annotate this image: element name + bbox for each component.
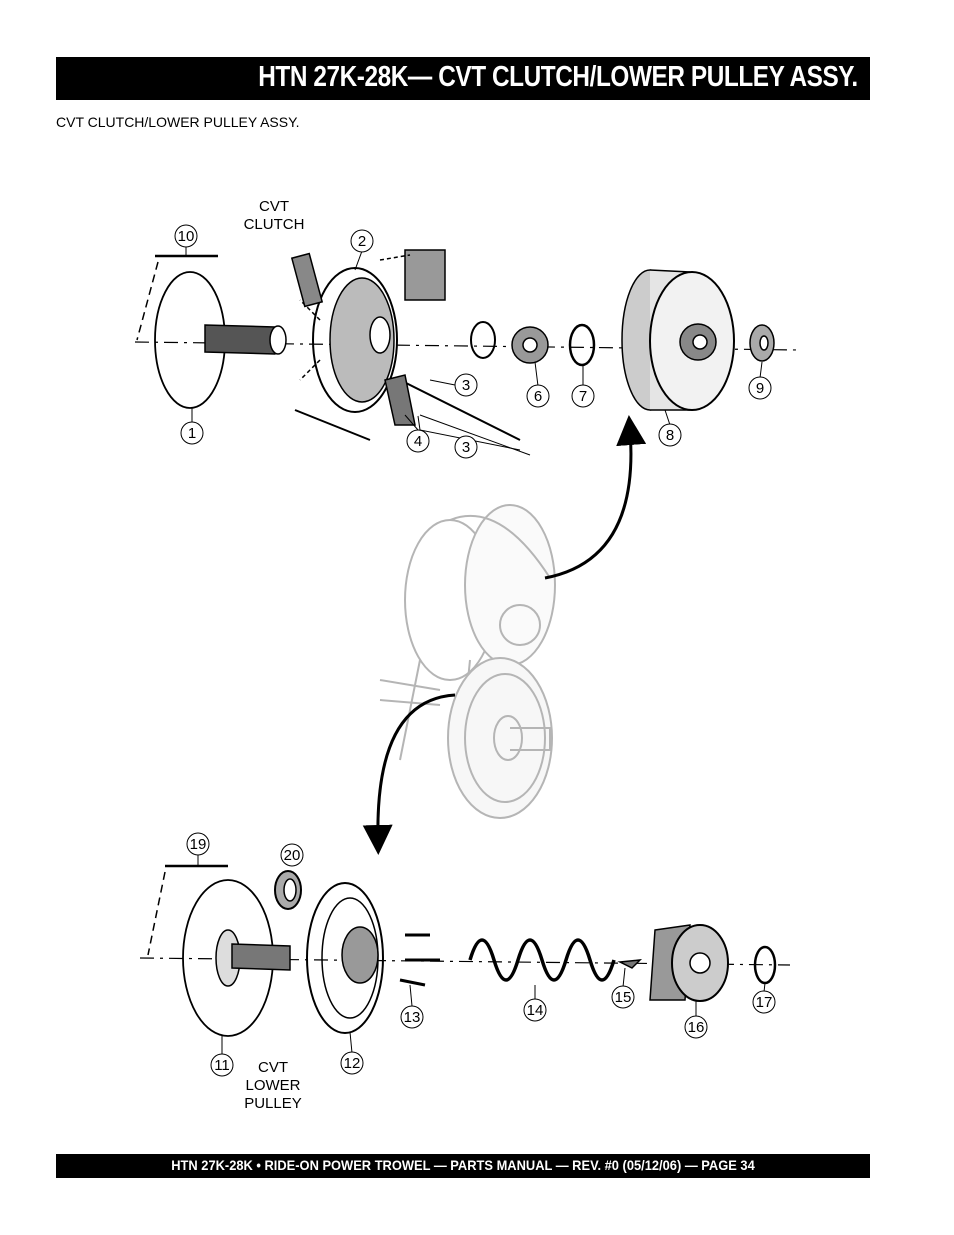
- label-cvt-lower-pulley: CVT LOWER PULLEY: [244, 1059, 302, 1112]
- callout-19: 19: [186, 832, 210, 856]
- callout-3b: 3: [454, 435, 478, 459]
- pulley-shaft: [231, 943, 291, 971]
- arrow-to-pulley: [362, 693, 456, 855]
- shaft-end: [269, 325, 287, 355]
- svg-text:11: 11: [214, 1057, 230, 1074]
- footer-text: HTN 27K-28K • RIDE-ON POWER TROWEL — PAR…: [171, 1157, 755, 1173]
- section-subtitle: CVT CLUTCH/LOWER PULLEY ASSY.: [56, 114, 300, 130]
- svg-text:15: 15: [615, 989, 632, 1006]
- callout-10: 10: [174, 224, 198, 248]
- svg-text:CVT: CVT: [258, 1059, 288, 1076]
- svg-text:4: 4: [414, 433, 422, 450]
- callout-15: 15: [611, 985, 635, 1009]
- callout-8: 8: [658, 423, 682, 447]
- callout-13: 13: [400, 1005, 424, 1029]
- oring: [470, 321, 496, 359]
- part-15-key: [617, 959, 643, 969]
- part-3-rod: [399, 379, 521, 441]
- callout-14: 14: [523, 998, 547, 1022]
- part-2-inner: [329, 277, 395, 403]
- part-4-arm: [384, 374, 416, 426]
- weight-right: [404, 249, 446, 301]
- svg-text:13: 13: [404, 1009, 421, 1026]
- title-bar: HTN 27K-28K— CVT CLUTCH/LOWER PULLEY ASS…: [56, 57, 870, 100]
- part-2-body: [312, 267, 398, 413]
- svg-text:10: 10: [178, 228, 195, 245]
- belt-assembly-illustration: [379, 504, 556, 819]
- part-12-sheave: [306, 882, 384, 1034]
- callout-9: 9: [748, 376, 772, 400]
- svg-text:3: 3: [462, 377, 470, 394]
- footer-bar: HTN 27K-28K • RIDE-ON POWER TROWEL — PAR…: [56, 1154, 870, 1178]
- svg-text:9: 9: [756, 380, 764, 397]
- leader-lines: [185, 246, 766, 1055]
- svg-text:12: 12: [344, 1055, 361, 1072]
- cvt-clutch-group: [134, 249, 801, 456]
- svg-text:CLUTCH: CLUTCH: [244, 216, 305, 233]
- svg-text:20: 20: [284, 847, 301, 864]
- part-2-hub: [369, 316, 391, 354]
- svg-text:16: 16: [688, 1019, 705, 1036]
- callout-12: 12: [340, 1051, 364, 1075]
- dash-10: [136, 261, 159, 341]
- cvt-lower-pulley-group: [139, 864, 791, 1037]
- part-7-ring: [568, 323, 596, 367]
- callout-1: 1: [180, 421, 204, 445]
- callout-3a: 3: [454, 373, 478, 397]
- svg-text:6: 6: [534, 388, 542, 405]
- svg-text:2: 2: [358, 233, 366, 250]
- svg-text:14: 14: [527, 1002, 544, 1019]
- part-14-spring: [468, 938, 616, 982]
- svg-text:1: 1: [188, 425, 196, 442]
- label-cvt-clutch: CVT CLUTCH: [244, 198, 305, 233]
- svg-text:8: 8: [666, 427, 674, 444]
- weight-upper: [290, 252, 324, 308]
- callout-16: 16: [684, 1015, 708, 1039]
- arrow-to-clutch: [544, 415, 647, 580]
- svg-text:19: 19: [190, 836, 207, 853]
- callout-6: 6: [526, 384, 550, 408]
- callout-7: 7: [571, 384, 595, 408]
- callout-20: 20: [280, 843, 304, 867]
- svg-text:17: 17: [756, 994, 773, 1011]
- svg-text:PULLEY: PULLEY: [244, 1095, 302, 1112]
- callout-11: 11: [210, 1053, 234, 1077]
- part-13-pins: [399, 933, 440, 987]
- page-title: HTN 27K-28K— CVT CLUTCH/LOWER PULLEY ASS…: [258, 61, 858, 93]
- svg-text:7: 7: [579, 388, 587, 405]
- callout-2: 2: [350, 229, 374, 253]
- svg-text:3: 3: [462, 439, 470, 456]
- callout-17: 17: [752, 990, 776, 1014]
- spring-lower: [294, 409, 371, 441]
- svg-text:LOWER: LOWER: [245, 1077, 300, 1094]
- callout-4: 4: [406, 429, 430, 453]
- svg-text:CVT: CVT: [259, 198, 289, 215]
- callouts: 10 2 1 3 4 3 6 7 8 9 19 20 11 12 13 14 1…: [174, 224, 776, 1077]
